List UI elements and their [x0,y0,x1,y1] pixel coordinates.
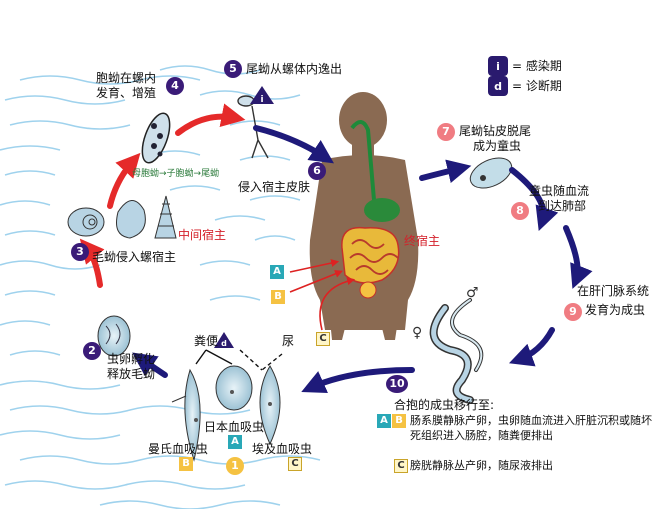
step-10-c-line: 膀胱静脉丛产卵，随尿液排出 [410,459,553,472]
triangle-d-glyph: d [221,339,227,348]
step-3-label: 毛蚴侵入螺宿主 [92,250,177,264]
step-6-label: 侵入宿主皮肤 [238,180,311,194]
species-a-tag-route: A [270,265,284,279]
step-10-badge: 10 [386,375,408,393]
step-2-badge: 2 [83,342,101,360]
step-3-badge: 3 [71,243,89,261]
step-2-line-1: 虫卵孵化 [107,352,156,366]
step-7-line-1: 尾蚴钻皮脱尾 [459,124,532,138]
triangle-i-glyph: i [260,95,263,105]
legend-diagnostic-icon: d [488,76,508,96]
step-4-line-2: 发育、增殖 [96,86,157,100]
urine-label: 尿 [282,334,295,348]
step-9-line-2: 发育为成虫 [585,303,646,317]
step-8-line-2: 到达肺部 [538,199,587,213]
step-10-label: 合抱的成虫移行至: [394,398,495,412]
legend-infective-icon: i [488,56,508,76]
navy-arrows [132,125,593,394]
step-7-badge: 7 [437,123,455,141]
definitive-host-label: 终宿主 [404,234,441,248]
species-b-tag-route: B [271,290,285,304]
legend-infective-label: = 感染期 [512,59,562,73]
step-1-badge: 1 [226,457,244,475]
step-10-ab-line-1: 肠系膜静脉产卵，虫卵随血流进入肝脏沉积或随坏 [410,414,652,427]
step-5-label: 尾蚴从螺体内逸出 [246,62,343,76]
step-8-line-1: 童虫随血流 [529,184,590,198]
excreta-connectors [195,349,283,371]
snail-shells [67,195,177,239]
step-9-line-1: 在肝门脉系统 [577,284,650,298]
species-c-tag-egg: C [288,457,302,471]
step-7-line-2: 成为童虫 [473,139,522,153]
sporocyst-chain-label: 母胞蚴→子胞蚴→尾蚴 [132,169,220,179]
miracidium [97,315,131,357]
female-symbol: ♀ [412,325,423,341]
egg-japonicum-label: 日本血吸虫 [204,420,265,434]
step-9-badge: 9 [564,303,582,321]
egg-haematobium-label: 埃及血吸虫 [252,442,313,456]
step-8-badge: 8 [511,202,529,220]
species-b-tag-step10: B [392,414,406,428]
step-4-line-1: 胞蚴在螺内 [96,71,157,85]
step-4-badge: 4 [166,77,184,95]
species-c-tag-step10: C [394,459,408,473]
sporocyst [141,112,171,164]
species-c-tag-route: C [316,332,330,346]
step-6-badge: 6 [308,162,326,180]
intermediate-host-label: 中间宿主 [178,228,227,242]
step-5-badge: 5 [224,60,242,78]
species-a-tag-egg: A [228,435,242,449]
digestive-system [341,120,400,299]
legend-diagnostic-label: = 诊断期 [512,79,562,93]
step-10-ab-line-2: 死组织进入肠腔，随粪便排出 [410,429,553,442]
species-a-tag-step10: A [377,414,391,428]
schistosomulum [469,157,513,189]
stage-triangles [214,86,274,348]
human-body [309,92,419,340]
infection-arrows [289,259,356,331]
adult-worms [429,298,484,404]
egg-mansoni-label: 曼氏血吸虫 [148,442,209,456]
species-b-tag-egg: B [179,457,193,471]
male-symbol: ♂ [466,285,479,301]
eggs [171,365,281,462]
feces-label: 粪便 [194,334,219,348]
step-2-line-2: 释放毛蚴 [107,367,156,381]
